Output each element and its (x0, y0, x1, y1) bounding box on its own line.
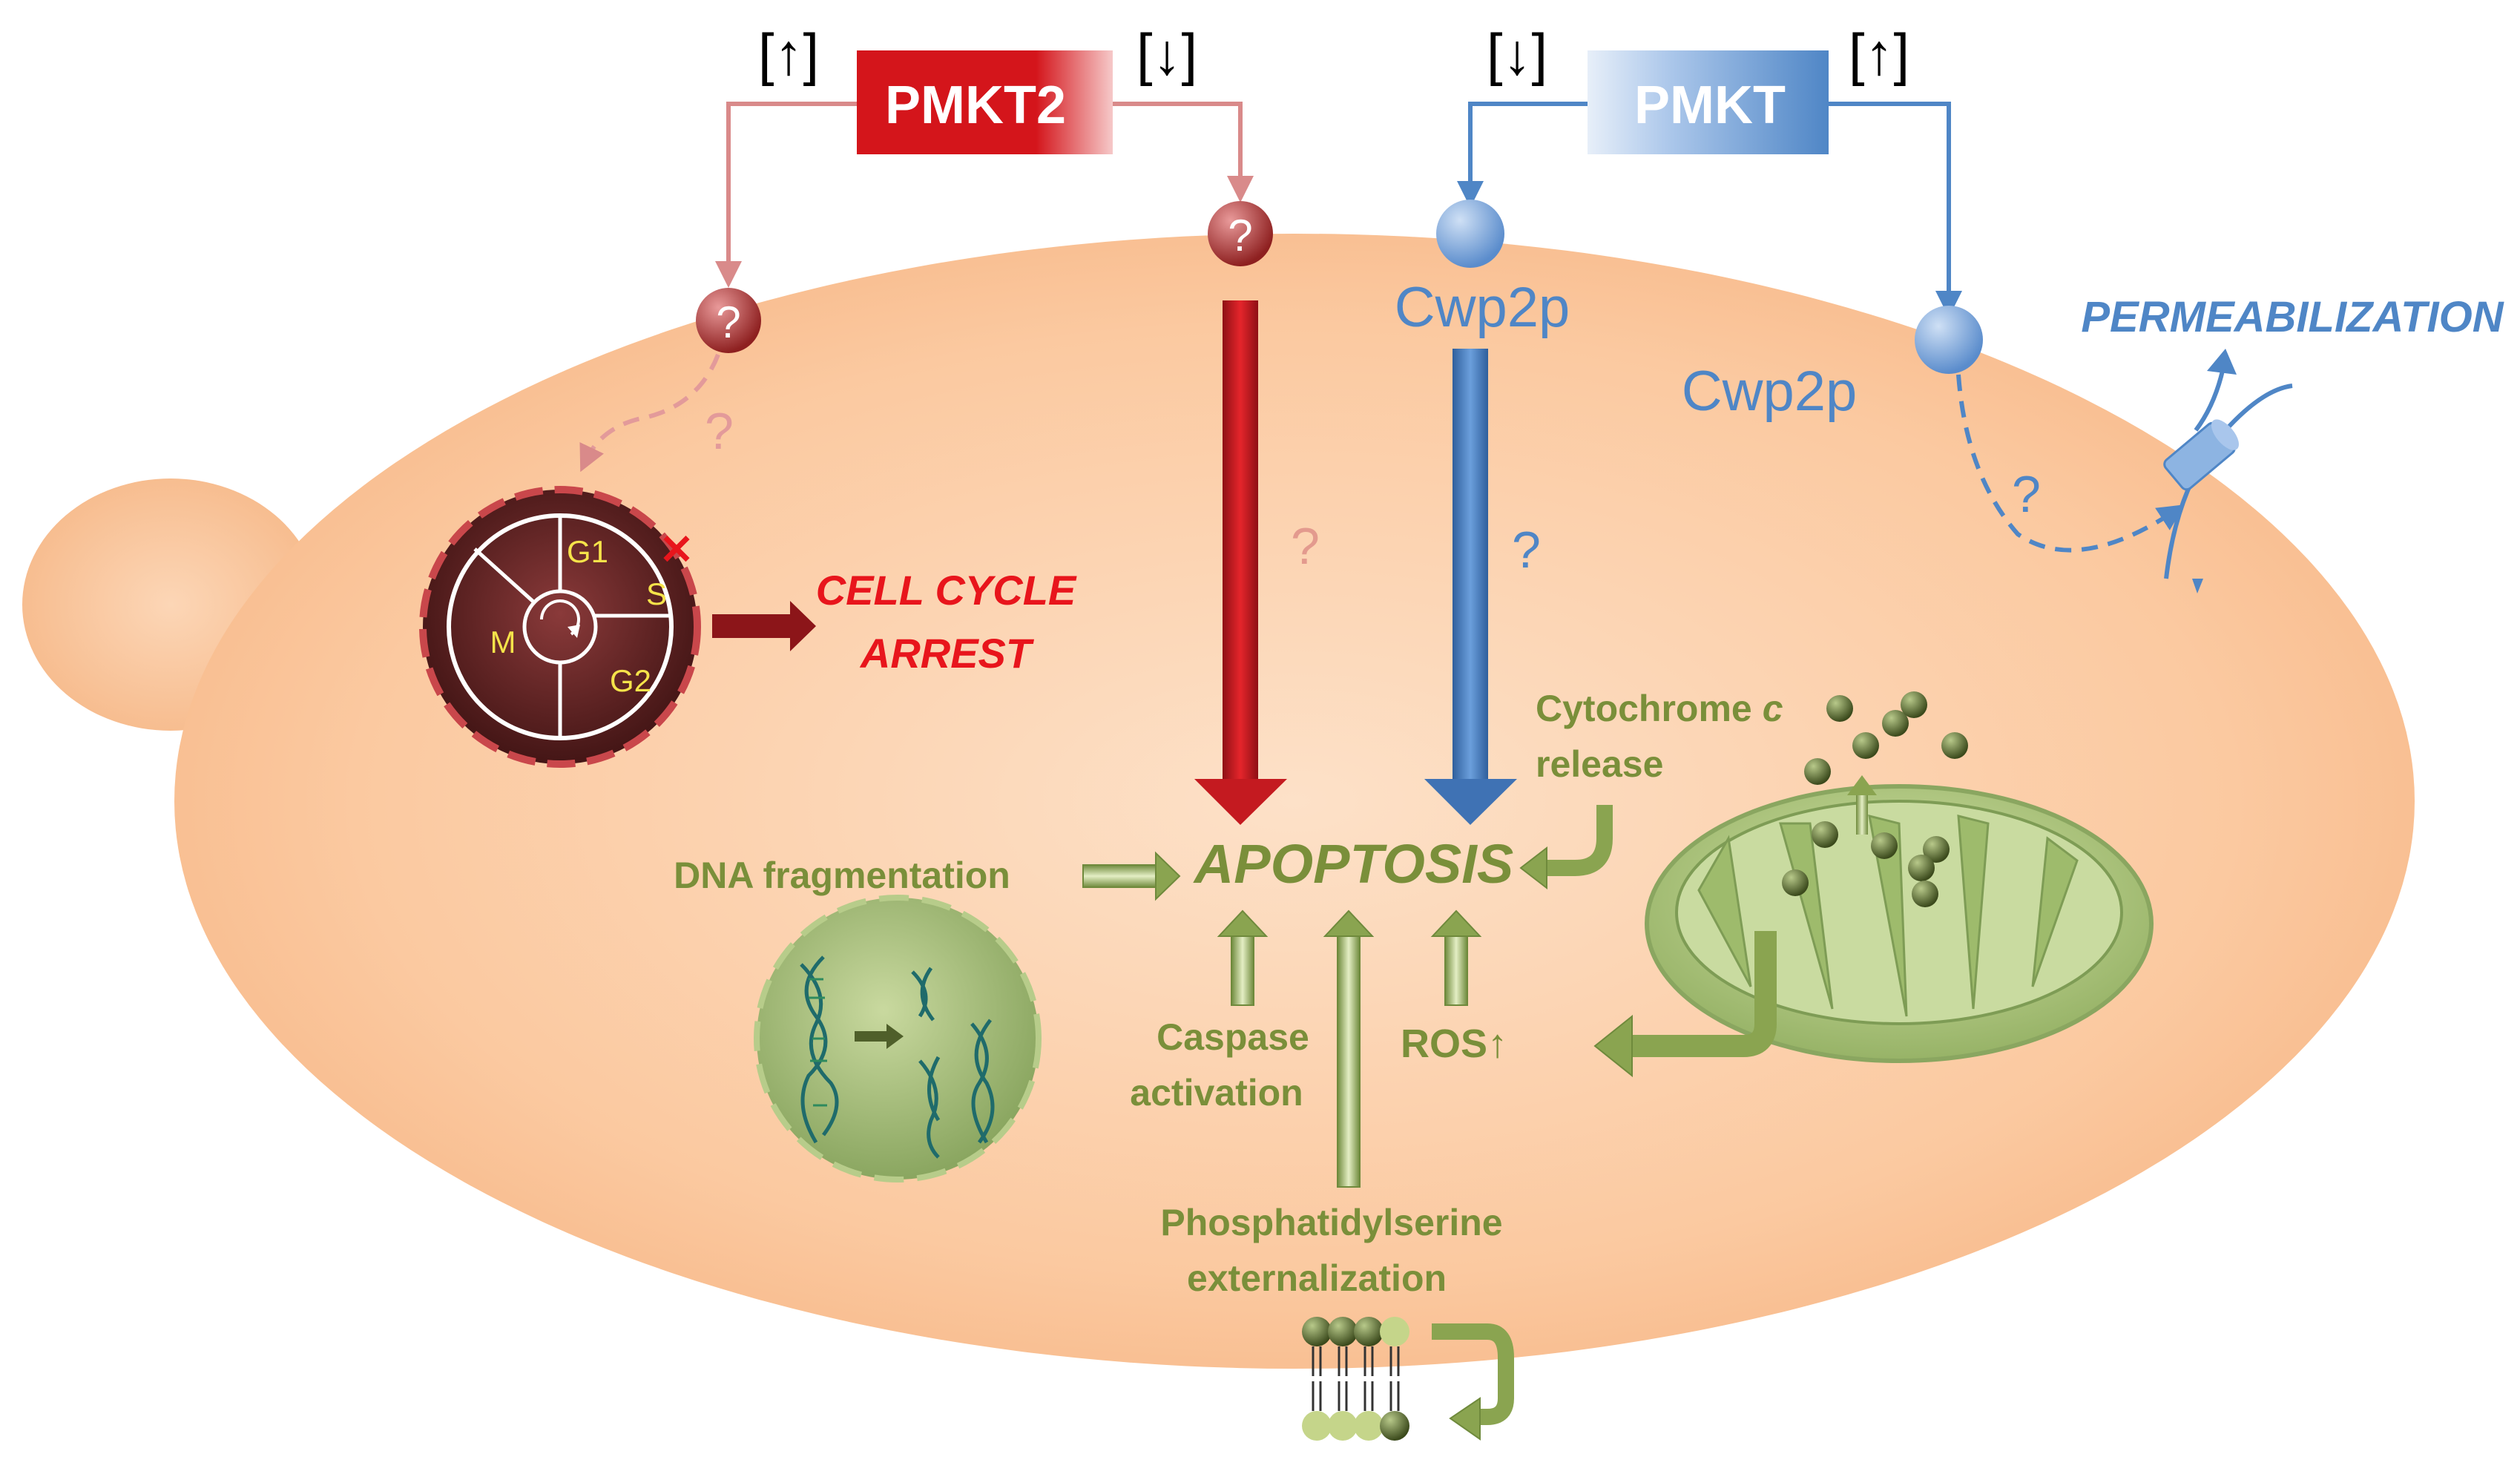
pmkt-path-question: ? (1512, 521, 1541, 579)
pmkt-permeabilization-question: ? (2012, 465, 2041, 523)
cell-cycle-arrest-line2: ARREST (859, 630, 1035, 677)
yeast-cell (22, 234, 2415, 1369)
caspase-line2: activation (1130, 1072, 1303, 1113)
cwp2p-label-primary: Cwp2p (1395, 276, 1570, 339)
apoptosis-label: APOPTOSIS (1193, 833, 1513, 895)
pmkt2-left-connector (715, 102, 857, 288)
pmkt2-path-question: ? (1291, 517, 1320, 575)
unknown-receptor-left: ? (696, 288, 761, 353)
pmkt2-toxin: PMKT2 [↑] [↓] (758, 22, 1197, 154)
membrane-channel-icon (2163, 349, 2293, 593)
unknown-receptor-right-mark: ? (1228, 211, 1252, 260)
pmkt-permeabilization-dashed: ? (1956, 374, 2185, 553)
caspase-line1: Caspase (1157, 1016, 1309, 1058)
cytochrome-c: c (1763, 688, 1783, 729)
pmkt-right-connector (1829, 102, 1962, 318)
pmkt2-left-indicator: [↑] (758, 22, 819, 87)
pmkt-label: PMKT (1634, 76, 1786, 135)
yeast-cell-body (174, 234, 2415, 1369)
pmkt-apoptosis-arrow: ? (1424, 349, 1541, 825)
cytochrome-line1: Cytochrome c (1536, 688, 1783, 729)
cell-cycle-arrest-arrow (712, 601, 816, 651)
mito-ros-arrow (1593, 931, 1777, 1078)
phase-g2: G2 (610, 663, 651, 698)
pmkt2-cellcycle-dashed: ? (579, 353, 734, 473)
pmkt-left-connector (1457, 102, 1588, 208)
cytochrome-word: Cytochrome (1536, 688, 1752, 729)
cell-cycle-wheel-icon: G1 S G2 M ✕ (419, 486, 701, 768)
cytochrome-arrow (1519, 805, 1613, 890)
ps-line1: Phosphatidylserine (1160, 1202, 1502, 1243)
pmkt2-box (857, 50, 1113, 154)
cwp2p-receptor-secondary: Cwp2p (1682, 306, 1983, 423)
pmkt-toxin: PMKT [↓] [↑] (1487, 22, 1909, 154)
phase-g1: G1 (567, 534, 608, 569)
cwp2p-label-secondary: Cwp2p (1682, 360, 1858, 423)
pmkt2-right-indicator: [↓] (1136, 22, 1197, 87)
permeabilization-label: PERMEABILIZATION (2081, 293, 2504, 341)
dna-fragmentation-label: DNA fragmentation (674, 855, 1010, 896)
cwp2p-receptor-primary: Cwp2p (1395, 200, 1570, 339)
cytochrome-line2: release (1536, 743, 1663, 785)
pmkt2-cellcycle-question: ? (705, 402, 734, 460)
pmkt-right-indicator: [↑] (1849, 22, 1909, 87)
pmkt-left-indicator: [↓] (1487, 22, 1547, 87)
mito-release-arrow (1847, 775, 1877, 835)
dna-fragmentation-arrow (1082, 851, 1181, 901)
dna-fragmentation-icon (754, 895, 1042, 1182)
unknown-receptor-left-mark: ? (716, 297, 740, 347)
ros-label: ROS↑ (1401, 1022, 1507, 1066)
phase-s: S (646, 576, 667, 611)
pmkt2-apoptosis-arrow: ? (1194, 300, 1320, 825)
ps-externalization-arrow (1323, 909, 1375, 1188)
pmkt2-right-connector (1113, 102, 1254, 203)
ros-arrow (1430, 909, 1482, 1006)
unknown-receptor-right: ? (1208, 201, 1273, 266)
pmkt-box (1588, 50, 1829, 154)
phase-m: M (490, 625, 516, 659)
pmkt-connectors (1457, 102, 1962, 318)
cell-cycle-block-mark: ✕ (659, 526, 694, 573)
lipid-bilayer-icon (1302, 1317, 1514, 1441)
cell-cycle-arrest-line1: CELL CYCLE (816, 567, 1077, 614)
caspase-arrow (1217, 909, 1269, 1006)
pmkt2-connectors (715, 102, 1254, 288)
pmkt2-label: PMKT2 (885, 76, 1066, 135)
ps-line2: externalization (1187, 1257, 1447, 1299)
